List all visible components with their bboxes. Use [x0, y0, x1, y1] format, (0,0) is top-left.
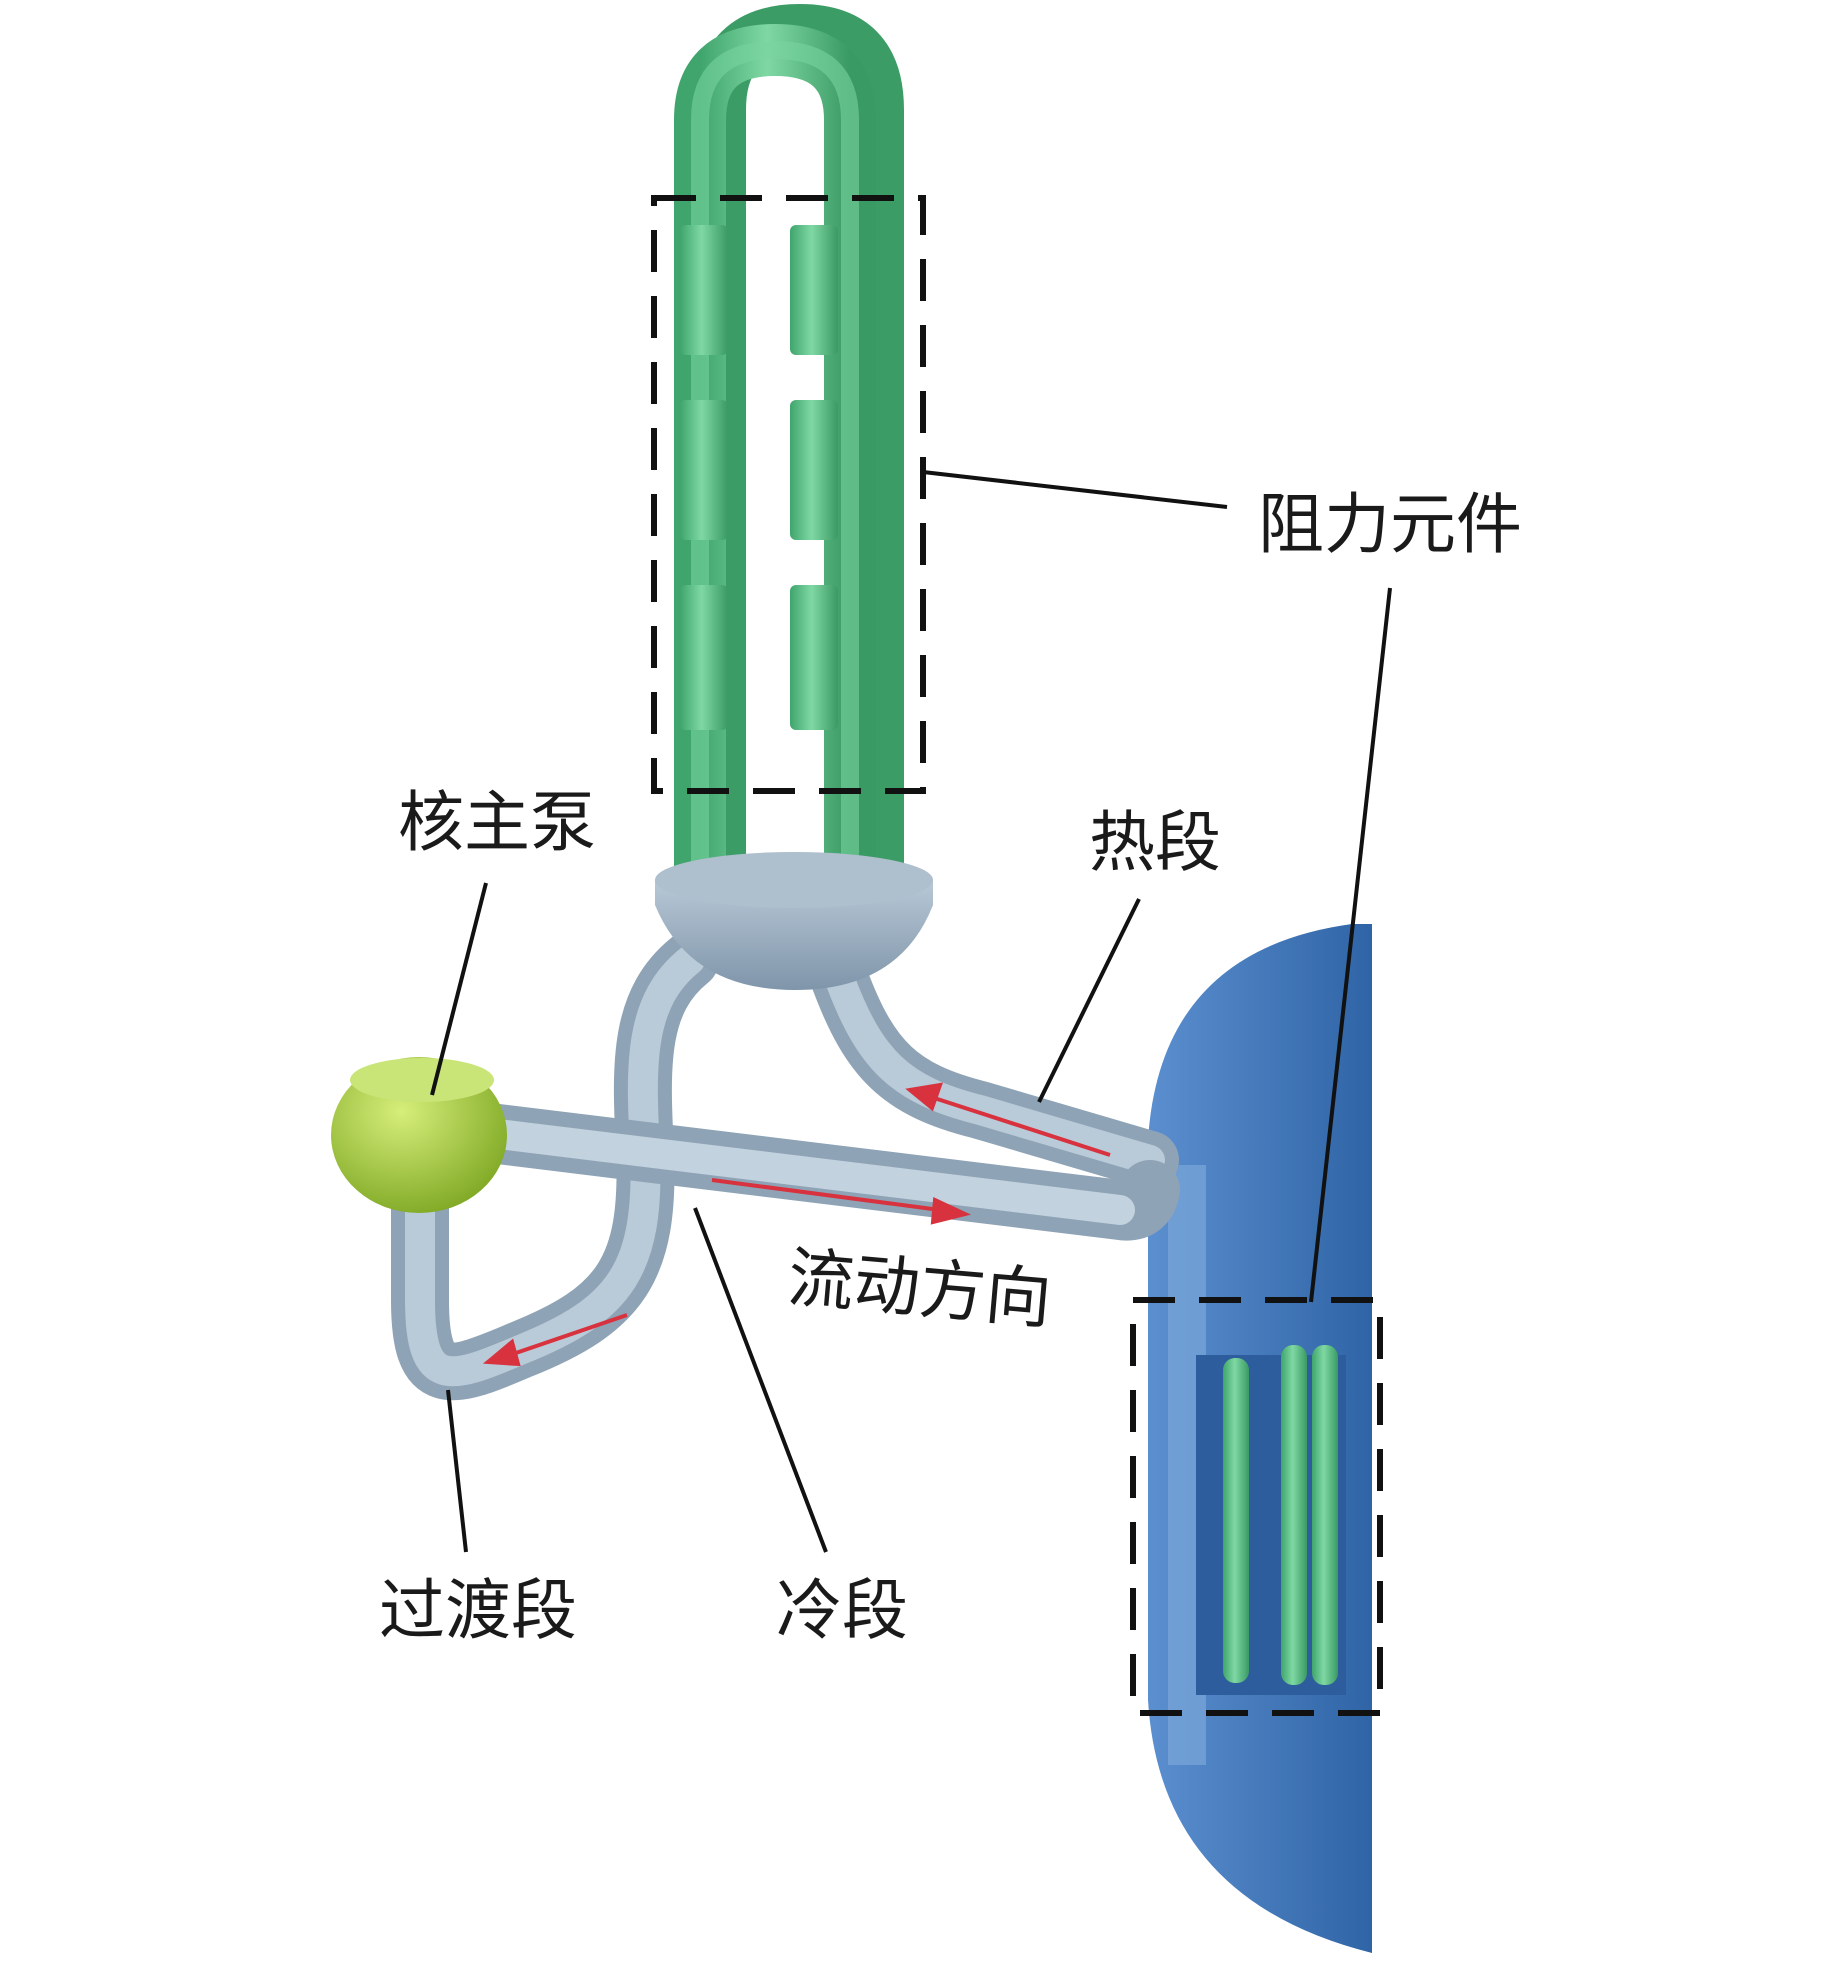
label-main-pump: 核主泵: [398, 784, 596, 861]
leader-line-cold-leg: [693, 1207, 828, 1553]
flow-direction-arrows: [482, 1082, 1111, 1367]
leader-line-resistance-core: [1309, 587, 1392, 1303]
core-rod: [1281, 1345, 1307, 1685]
leader-line-hot-leg: [1037, 898, 1141, 1103]
core-rod: [1312, 1345, 1338, 1685]
leader-line-resistance-sg: [922, 470, 1228, 509]
label-cold-leg: 冷段: [776, 1572, 908, 1649]
steam-generator-tubes: [674, 3, 904, 880]
label-resistance-element: 阻力元件: [1258, 486, 1522, 563]
transition-leg-arrow: [509, 1313, 628, 1357]
resistance-element-box-sg: [651, 195, 926, 794]
steam-generator-plenum: [655, 852, 933, 990]
label-hot-leg: 热段: [1089, 804, 1221, 881]
cold-leg-arrow: [711, 1178, 941, 1212]
core-rod: [1223, 1358, 1249, 1683]
leader-line-transition-leg: [446, 1389, 468, 1553]
hot-leg-arrow: [924, 1093, 1111, 1157]
leader-line-pump: [430, 882, 488, 1096]
main-pump: [331, 1057, 507, 1213]
reactor-vessel: [1148, 924, 1372, 1953]
label-transition-leg: 过渡段: [379, 1572, 577, 1649]
